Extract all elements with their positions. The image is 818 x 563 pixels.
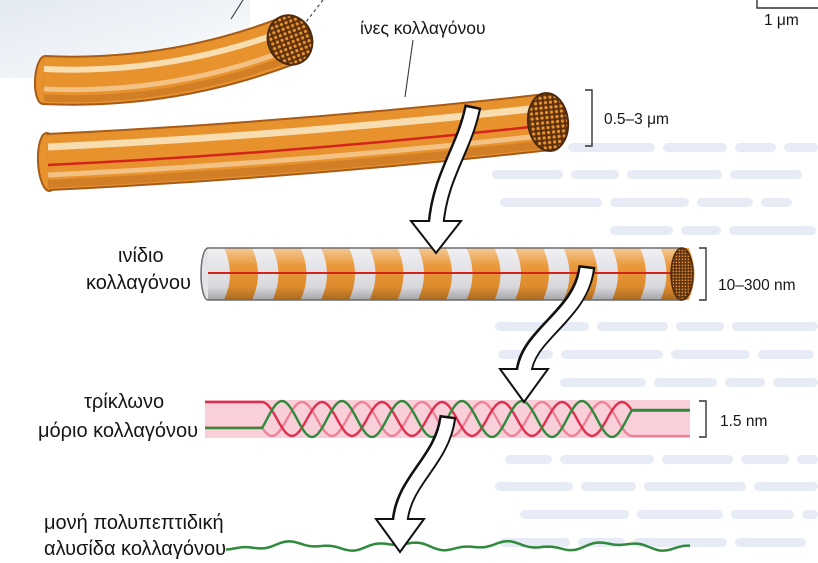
- background-text-line: [731, 510, 794, 519]
- fibril-cross-section: [671, 248, 693, 300]
- fiber-diameter-label: 0.5–3 μm: [604, 111, 669, 128]
- background-text-line: [735, 538, 806, 547]
- background-text-line: [697, 198, 753, 207]
- background-text-line: [725, 378, 765, 387]
- background-text-line: [797, 455, 818, 464]
- background-text-line: [610, 198, 689, 207]
- background-text-line: [671, 350, 750, 359]
- background-text-line: [560, 455, 654, 464]
- background-text-line: [802, 510, 818, 519]
- background-text-line: [758, 350, 814, 359]
- collagen-fibril: [201, 248, 695, 300]
- fibril-label-line-2: κολλαγόνου: [86, 272, 191, 294]
- background-text-line: [761, 198, 792, 207]
- background-text-line: [735, 143, 776, 152]
- triple-helix-label-line-1: τρίκλωνο: [84, 391, 164, 413]
- background-text-line: [637, 510, 723, 519]
- background-text-line: [784, 143, 818, 152]
- background-text-line: [561, 350, 663, 359]
- background-text-line: [597, 322, 668, 331]
- background-text-line: [500, 198, 602, 207]
- background-text-line: [730, 170, 802, 179]
- background-text-line: [663, 143, 727, 152]
- background-text-line: [581, 482, 636, 491]
- background-text-line: [681, 226, 721, 235]
- single-chain-label-line-1: μονή πολυπεπτιδική: [44, 512, 224, 534]
- background-text-line: [568, 143, 655, 152]
- background-text-line: [492, 170, 563, 179]
- background-text-line: [505, 455, 552, 464]
- fibril-label-line-1: ινίδιο: [118, 245, 164, 267]
- background-text-line: [662, 455, 733, 464]
- background-text-line: [627, 170, 722, 179]
- background-text-line: [495, 482, 573, 491]
- background-text-line: [644, 482, 746, 491]
- triple-helix-label-line-2: μόριο κολλαγόνου: [38, 420, 198, 442]
- single-chain-label-line-2: αλυσίδα κολλαγόνου: [44, 538, 226, 560]
- background-text-line: [732, 322, 818, 331]
- background-text-line: [754, 482, 818, 491]
- triple-helix-diameter-label: 1.5 nm: [720, 413, 767, 430]
- fibril-diameter-label: 10–300 nm: [718, 277, 796, 294]
- background-text-line: [571, 170, 619, 179]
- background-text-line: [676, 322, 724, 331]
- background-text-line: [610, 226, 673, 235]
- fibers-label: ίνες κολλαγόνου: [360, 18, 486, 38]
- background-text-line: [773, 378, 818, 387]
- background-text-line: [520, 510, 629, 519]
- background-text-line: [741, 455, 789, 464]
- background-text-line: [729, 226, 816, 235]
- background-text-line: [654, 378, 717, 387]
- scale-bar-label: 1 μm: [764, 12, 799, 29]
- background-text-line: [560, 378, 646, 387]
